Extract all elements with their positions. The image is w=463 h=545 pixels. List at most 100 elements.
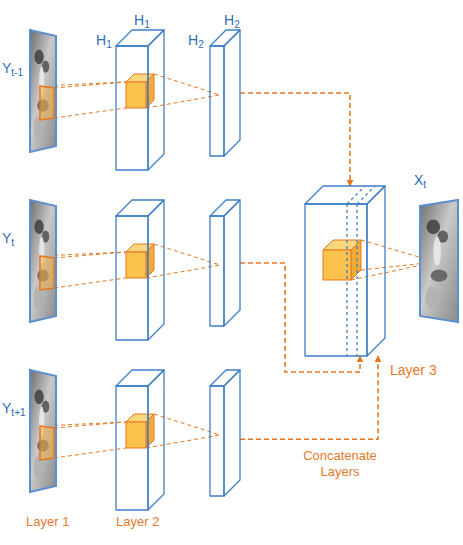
- cube-side: [146, 74, 154, 108]
- filter-cube: [126, 414, 154, 448]
- slab-front: [116, 386, 148, 510]
- feature-map: H2H2: [210, 30, 240, 156]
- symbol-subscript: t-1: [11, 67, 23, 78]
- filter-cube: [323, 240, 361, 280]
- layer-caption: Concatenate Layers: [292, 448, 388, 479]
- slab-front: [116, 216, 148, 340]
- symbol-subscript: t: [11, 237, 14, 248]
- picture-detail: [431, 270, 448, 282]
- cube-side: [146, 414, 154, 448]
- picture-detail: [425, 287, 437, 309]
- symbol-label: Xt: [414, 172, 426, 191]
- slab-side: [148, 200, 164, 340]
- concat-arrow: [240, 93, 350, 186]
- feature-map-shape: [116, 200, 164, 340]
- symbol-subscript: 2: [198, 39, 204, 50]
- symbol-subscript: 1: [144, 19, 150, 30]
- layer-caption: Layer 1: [26, 514, 69, 530]
- symbol-letter: H: [188, 32, 198, 48]
- slab-outline: [210, 30, 240, 156]
- symbol-letter: H: [134, 12, 144, 28]
- slab-side: [367, 186, 385, 356]
- slab-front: [210, 386, 224, 496]
- input-frame-shape: [30, 200, 56, 322]
- slab-front: [210, 216, 224, 326]
- concat-divider: [347, 186, 365, 204]
- receptive-patch: [40, 256, 54, 290]
- cube-side: [146, 244, 154, 278]
- slab-front: [210, 46, 224, 156]
- slab-top: [210, 200, 240, 216]
- picture-detail: [34, 390, 43, 405]
- receptive-patch: [40, 426, 54, 460]
- symbol-letter: H: [96, 32, 106, 48]
- filter-cubes: [126, 74, 361, 448]
- cone-lines: [40, 74, 436, 458]
- frame-picture: [30, 200, 56, 322]
- picture-detail: [34, 50, 43, 65]
- feature-map-shape: [210, 30, 240, 156]
- cone-line: [54, 448, 126, 458]
- feature-map: [116, 200, 164, 340]
- input-frame: Yt+1: [30, 370, 56, 492]
- slab-front: [305, 204, 367, 356]
- feature-map-shape: [116, 30, 164, 170]
- feature-map: [116, 370, 164, 510]
- concatenated-layer: Layer 3: [305, 186, 385, 356]
- feature-map-shape: [210, 200, 240, 326]
- symbol-label: H2: [188, 32, 204, 51]
- slab-top: [210, 370, 240, 386]
- slab-side: [148, 370, 164, 510]
- input-frame-shape: [30, 30, 56, 152]
- feature-map-shape: [116, 370, 164, 510]
- slab-outline: [210, 200, 240, 326]
- symbol-subscript: t: [423, 179, 426, 190]
- symbol-letter: X: [414, 172, 423, 188]
- cube-front: [126, 422, 146, 448]
- picture-detail: [34, 220, 43, 235]
- cone-line: [54, 108, 126, 118]
- slab-side: [148, 30, 164, 170]
- cube-side: [351, 240, 361, 280]
- feature-map: H1H1: [116, 30, 164, 170]
- receptive-patch: [40, 86, 54, 120]
- cone-line: [146, 95, 220, 108]
- slab-outline: [305, 186, 385, 356]
- symbol-label: Yt-1: [2, 60, 23, 79]
- input-frame: Yt-1: [30, 30, 56, 152]
- symbol-subscript: t+1: [11, 407, 25, 418]
- slab-top: [210, 30, 240, 46]
- cone-line: [54, 278, 126, 288]
- slab-outline: [116, 30, 164, 170]
- slab-front: [116, 46, 148, 170]
- cube-front: [126, 252, 146, 278]
- symbol-letter: H: [224, 12, 234, 28]
- feature-map: [210, 370, 240, 496]
- cube-front: [126, 82, 146, 108]
- filter-cube: [126, 244, 154, 278]
- concat-divider: [346, 204, 347, 356]
- concat-arrow: [240, 356, 378, 439]
- slab-top: [305, 186, 385, 204]
- symbol-label: Yt: [2, 230, 14, 249]
- symbol-subscript: 2: [234, 19, 240, 30]
- layer-label: Layer 3: [390, 362, 437, 378]
- concat-divider: [356, 204, 357, 356]
- input-frame: Yt: [30, 200, 56, 322]
- concatenated-layer-shape: [305, 186, 385, 356]
- symbol-subscript: 1: [106, 39, 112, 50]
- output-frame: Xt: [420, 200, 458, 322]
- slab-outline: [116, 200, 164, 340]
- frame-picture: [30, 30, 56, 152]
- symbol-label: H1: [96, 32, 112, 51]
- symbol-label: H1: [134, 12, 150, 31]
- cone-line: [146, 265, 220, 278]
- feature-map: [210, 200, 240, 326]
- slab-outline: [116, 370, 164, 510]
- picture-detail: [433, 237, 441, 266]
- layer-caption: Layer 2: [116, 514, 159, 530]
- slab-side: [224, 370, 240, 496]
- symbol-letter: Y: [2, 230, 11, 246]
